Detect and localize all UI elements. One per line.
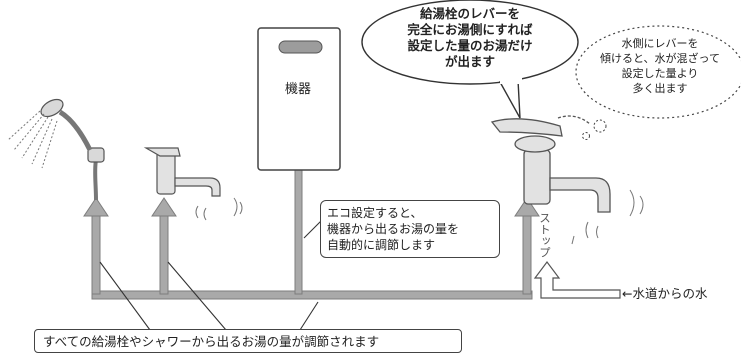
cold-lever-line-2: 傾けると、水が混ざって [599,52,720,65]
main-pipe [91,290,533,300]
eco-line-1: エコ設定すると、 [327,206,423,220]
faucet-left-icon [143,147,243,221]
stop-label: ストップ [538,212,552,258]
cold-lever-message: 水側にレバーを 傾けると、水が混ざって 設定した量より 多く出ます [588,36,732,96]
bottom-note: すべての給湯栓やシャワーから出るお湯の量が調節されます [34,329,462,353]
water-supply-label: ←水道からの水 [622,286,708,301]
riser-right-faucet [522,213,532,295]
riser-faucet [159,213,169,295]
cold-lever-line-1: 水側にレバーを [621,37,699,50]
arrow-up-faucet [151,197,177,217]
hot-lever-message: 給湯栓のレバーを 完全にお湯側にすれば 設定した量のお湯だけ が出ます [382,6,558,70]
shower-icon [7,98,105,201]
arrow-up-shower [83,197,109,217]
bottom-note-text: すべての給湯栓やシャワーから出るお湯の量が調節されます [43,334,380,349]
hot-lever-callout-bubble [361,0,579,119]
hot-lever-line-2: 完全にお湯側にすれば [407,22,533,37]
eco-line-3: 自動的に調節します [327,238,436,252]
water-heater-unit [257,27,341,171]
flow-arrows [83,197,540,217]
arrow-up-right-faucet [514,197,540,217]
cold-lever-line-3: 設定した量より [621,67,699,80]
bottom-note-pointers [99,261,319,331]
cold-lever-callout-bubble [575,25,741,140]
hot-lever-line-4: が出ます [444,54,495,69]
hot-lever-line-3: 設定した量のお湯だけ [407,38,533,53]
appliance-label: 機器 [285,82,312,97]
eco-line-2: 機器から出るお湯の量を [327,222,460,236]
eco-setting-note: エコ設定すると、 機器から出るお湯の量を 自動的に調節します [320,200,500,258]
hot-lever-line-1: 給湯栓のレバーを [419,6,520,21]
faucet-right-icon [490,115,644,245]
riser-shower [91,213,101,295]
appliance-pipe [294,169,303,295]
cold-lever-line-4: 多く出ます [632,82,688,95]
water-inlet-arrow [533,261,621,299]
